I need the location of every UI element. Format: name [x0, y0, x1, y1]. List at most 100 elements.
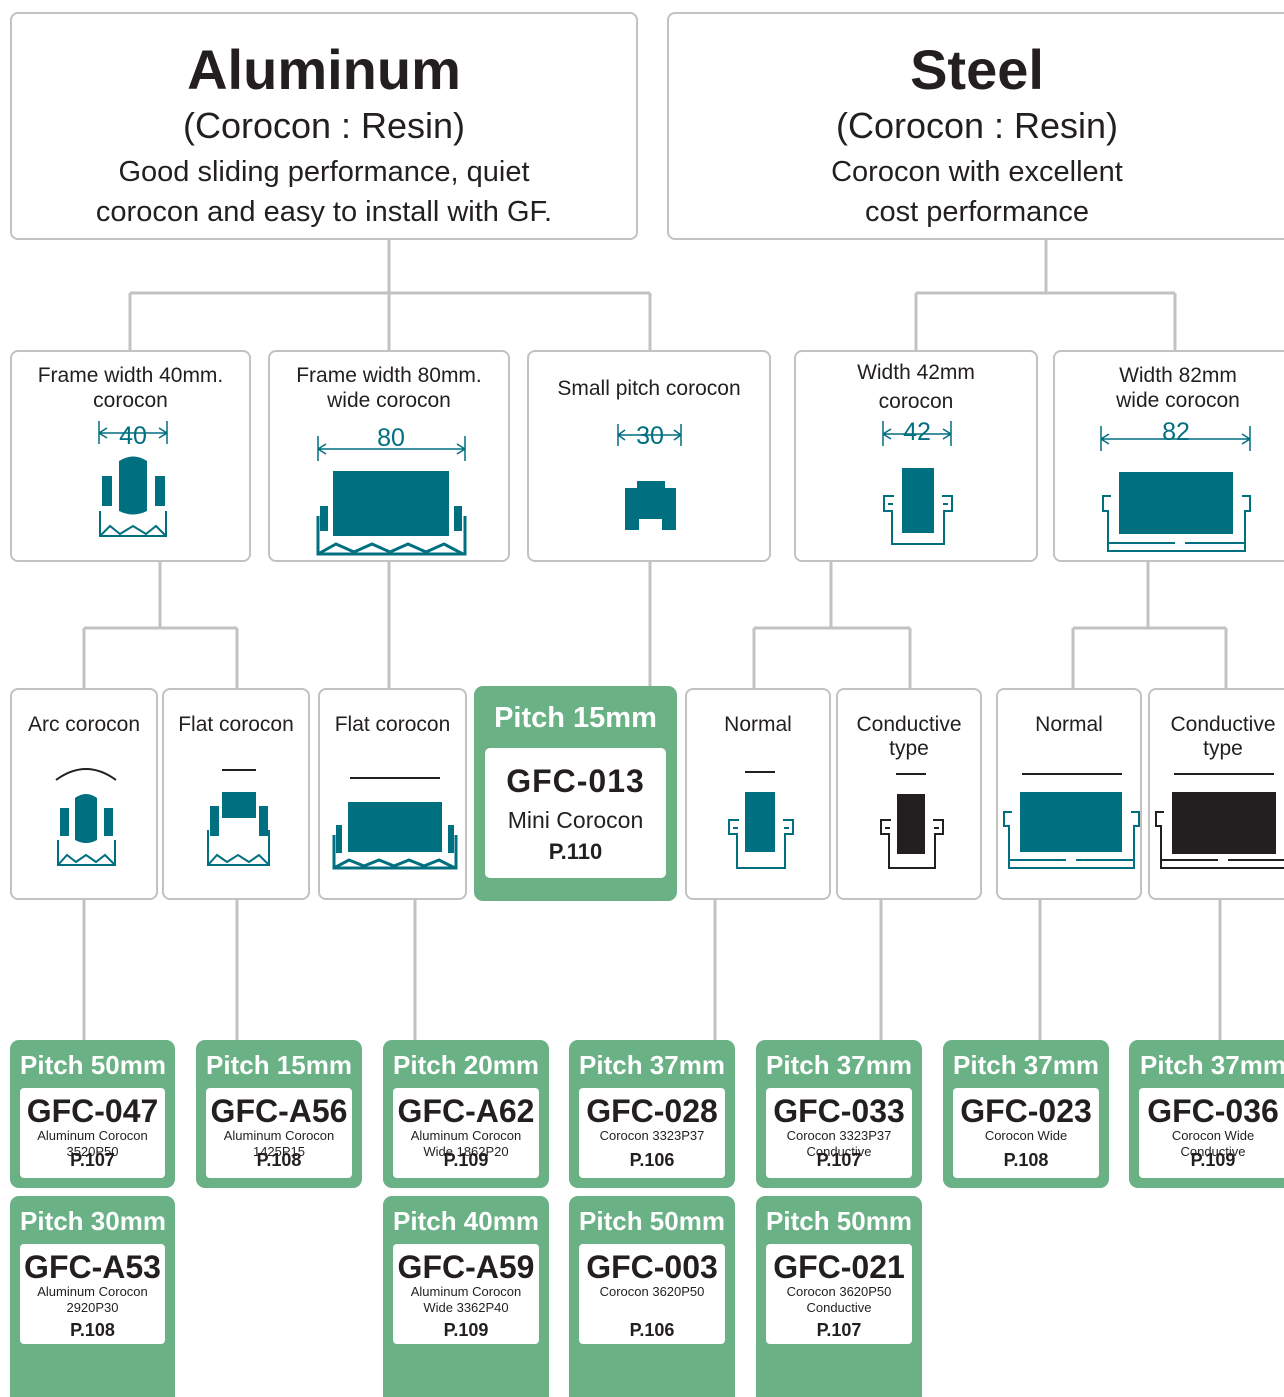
subtype-conductive-42: Conductive type — [836, 688, 982, 900]
subtype-conductive-82: Conductive type — [1148, 688, 1284, 900]
card-body: GFC-033 Corocon 3323P37 Conductive P.107 — [766, 1088, 912, 1178]
aluminum-40-rail-icon: 40 — [98, 421, 168, 537]
pitch-label: Pitch 50mm — [766, 1206, 912, 1236]
page-ref: P.108 — [256, 1150, 302, 1170]
product-desc-line1: Corocon 3323P37 — [599, 1128, 705, 1143]
product-code: GFC-028 — [586, 1093, 718, 1129]
product-code: GFC-A56 — [210, 1093, 348, 1129]
product-card-gfc-a56[interactable]: Pitch 15mm GFC-A56 Aluminum Corocon 1425… — [196, 1040, 362, 1188]
product-card-gfc-023[interactable]: Pitch 37mm GFC-023 Corocon Wide P.108 — [943, 1040, 1109, 1188]
dimension-label: 30 — [636, 422, 664, 450]
dimension-label: 82 — [1162, 418, 1190, 446]
product-desc-line1: Corocon 3620P50 — [599, 1284, 705, 1299]
product-desc-line1: Aluminum Corocon — [223, 1128, 335, 1143]
subtype-wide-flat: Flat corocon — [318, 688, 467, 900]
product-card-gfc-028[interactable]: Pitch 37mm GFC-028 Corocon 3323P37 P.106 — [569, 1040, 735, 1188]
page-ref: P.107 — [816, 1150, 862, 1170]
page-ref: P.109 — [1190, 1150, 1236, 1170]
aluminum-description-line1: Good sliding performance, quiet — [118, 156, 530, 188]
card-body: GFC-003 Corocon 3620P50 P.106 — [579, 1244, 725, 1344]
category-label-line1: Frame width 40mm. — [37, 364, 224, 387]
steel-description-line1: Corocon with excellent — [831, 156, 1123, 188]
product-desc-line2: 2920P30 — [66, 1300, 119, 1315]
page-ref: P.106 — [629, 1150, 675, 1170]
subtype-label: Normal — [724, 713, 792, 736]
category-label-line2: corocon — [878, 390, 954, 413]
product-code: GFC-047 — [26, 1093, 159, 1129]
subtype-flat: Flat corocon — [162, 688, 310, 900]
dimension-label: 40 — [119, 422, 147, 450]
arc-roller-icon — [55, 768, 117, 866]
product-desc-line2: 1425P15 — [252, 1144, 306, 1159]
page-ref: P.107 — [70, 1150, 115, 1170]
mini-corocon-card[interactable]: Pitch 15mm GFC-013 Mini Corocon P.110 — [474, 686, 677, 901]
category-width-82: Width 82mm wide corocon 82 — [1053, 350, 1284, 562]
pitch-label: Pitch 30mm — [20, 1206, 166, 1236]
product-code: GFC-A59 — [397, 1249, 535, 1285]
page-ref: P.109 — [443, 1150, 489, 1170]
product-card-gfc-036[interactable]: Pitch 37mm GFC-036 Corocon Wide Conducti… — [1129, 1040, 1284, 1188]
normal-roller-icon — [728, 771, 794, 869]
category-frame-40: Frame width 40mm. corocon 40 — [10, 350, 251, 562]
card-body: GFC-A62 Aluminum Corocon Wide 1862P20 P.… — [393, 1088, 539, 1178]
product-code: GFC-A53 — [24, 1249, 161, 1285]
flat-roller-icon — [207, 769, 270, 866]
card-body: GFC-A56 Aluminum Corocon 1425P15 P.108 — [206, 1088, 352, 1178]
mini-card-body: GFC-013 Mini Corocon P.110 — [485, 748, 666, 878]
pitch-label: Pitch 37mm — [766, 1050, 912, 1080]
product-desc-line2: Wide 1862P20 — [423, 1144, 509, 1159]
product-desc-line1: Aluminum Corocon — [37, 1284, 148, 1299]
mini-pitch-label: Pitch 15mm — [494, 702, 657, 734]
category-label-line2: wide corocon — [327, 389, 451, 412]
card-body: GFC-028 Corocon 3323P37 P.106 — [579, 1088, 725, 1178]
category-label-line2: corocon — [93, 389, 168, 412]
category-frame-80: Frame width 80mm. wide corocon 80 — [268, 350, 510, 562]
product-card-gfc-033[interactable]: Pitch 37mm GFC-033 Corocon 3323P37 Condu… — [756, 1040, 922, 1188]
mini-page-ref: P.110 — [548, 839, 603, 864]
wide-normal-roller-icon — [1003, 773, 1140, 869]
product-desc-line1: Corocon 3323P37 — [786, 1128, 892, 1143]
page-ref: P.106 — [629, 1320, 675, 1340]
category-label-line1: Width 82mm — [1119, 364, 1237, 387]
aluminum-description-line2: corocon and easy to install with GF. — [95, 196, 553, 228]
product-desc-line2: 3520P50 — [66, 1144, 119, 1159]
product-code: GFC-036 — [1147, 1093, 1279, 1129]
wide-flat-roller-icon — [332, 777, 458, 870]
product-card-gfc-a62[interactable]: Pitch 20mm GFC-A62 Aluminum Corocon Wide… — [383, 1040, 549, 1188]
subtype-label-line2: type — [1203, 737, 1243, 760]
aluminum-title: Aluminum — [187, 38, 461, 101]
page-ref: P.107 — [816, 1320, 862, 1340]
subtype-label: Arc corocon — [27, 713, 141, 736]
steel-subtitle: (Corocon : Resin) — [835, 105, 1119, 146]
pitch-label: Pitch 50mm — [20, 1050, 166, 1080]
category-label-line1: Small pitch corocon — [557, 377, 741, 400]
page-ref: P.109 — [443, 1320, 489, 1340]
subtype-arc: Arc corocon — [10, 688, 158, 900]
product-card-gfc-047[interactable]: Pitch 50mm GFC-047 Aluminum Corocon 3520… — [10, 1040, 175, 1188]
card-body: GFC-023 Corocon Wide P.108 — [953, 1088, 1099, 1178]
subtype-normal-82: Normal — [996, 688, 1142, 900]
card-body: GFC-A53 Aluminum Corocon 2920P30 P.108 — [20, 1244, 165, 1344]
product-desc-line1: Corocon Wide — [1171, 1128, 1255, 1143]
pitch-label: Pitch 37mm — [953, 1050, 1099, 1080]
mini-description: Mini Corocon — [507, 807, 644, 833]
subtype-label: Flat corocon — [334, 713, 451, 736]
category-label-line1: Width 42mm — [857, 361, 975, 384]
pitch-label: Pitch 20mm — [393, 1050, 539, 1080]
product-code: GFC-A62 — [397, 1093, 535, 1129]
product-card-gfc-a53[interactable]: Pitch 30mm GFC-A53 Aluminum Corocon 2920… — [10, 1196, 175, 1397]
product-card-gfc-a59[interactable]: Pitch 40mm GFC-A59 Aluminum Corocon Wide… — [383, 1196, 549, 1397]
product-card-gfc-021[interactable]: Pitch 50mm GFC-021 Corocon 3620P50 Condu… — [756, 1196, 922, 1397]
pitch-label: Pitch 15mm — [206, 1050, 352, 1080]
product-code: GFC-033 — [773, 1093, 905, 1129]
subtype-normal-42: Normal — [685, 688, 831, 900]
page-ref: P.108 — [1003, 1150, 1049, 1170]
product-desc-line2: Conductive — [806, 1144, 872, 1159]
steel-82-rail-icon: 82 — [1100, 418, 1251, 552]
page-ref: P.108 — [70, 1320, 115, 1340]
product-desc-line2: Wide 3362P40 — [423, 1300, 509, 1315]
product-card-gfc-003[interactable]: Pitch 50mm GFC-003 Corocon 3620P50 P.106 — [569, 1196, 735, 1397]
aluminum-box: Aluminum (Corocon : Resin) Good sliding … — [10, 12, 638, 240]
category-width-42: Width 42mm corocon 42 — [794, 350, 1038, 562]
